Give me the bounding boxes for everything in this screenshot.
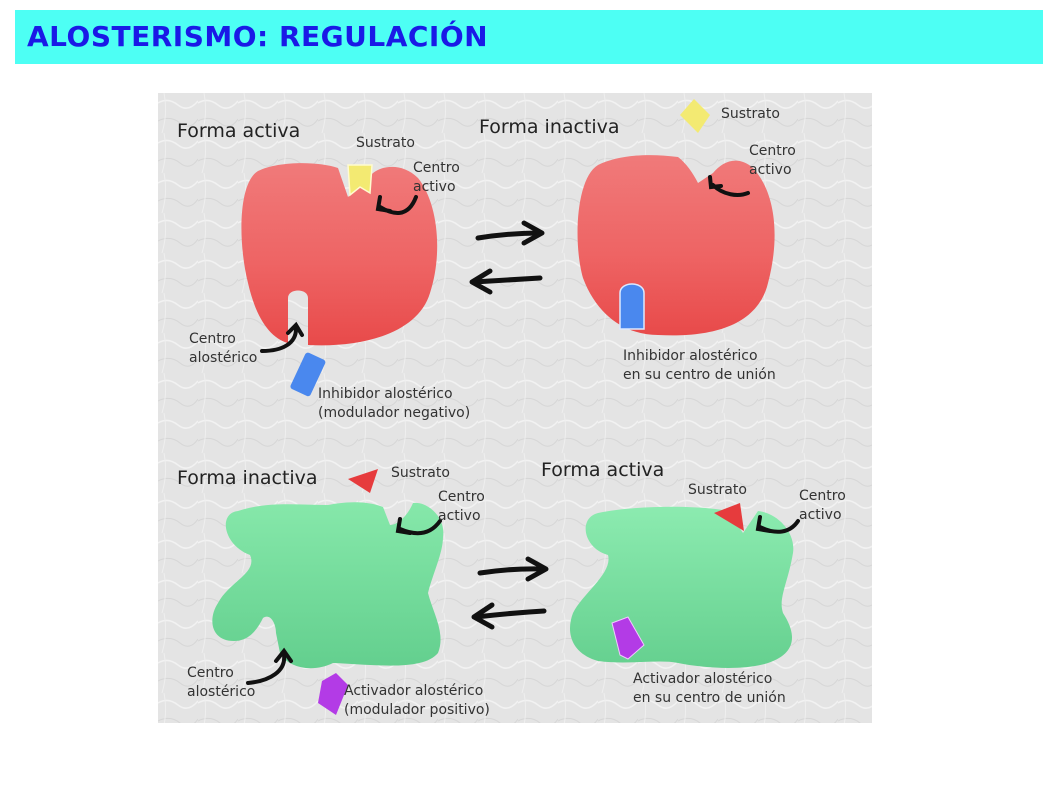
- page-title: ALOSTERISMO: REGULACIÓN: [27, 20, 489, 53]
- heading-top-right: Forma inactiva: [479, 116, 620, 138]
- substrate-yellow-free: [680, 99, 710, 133]
- curved-arrow-allosteric-tl: [260, 327, 298, 353]
- heading-top-left: Forma activa: [177, 120, 301, 142]
- inhibitor-blue-free: [290, 352, 326, 397]
- label-modulator-bl: Activador alostérico(modulador positivo): [344, 683, 490, 718]
- activator-purple-bound: [611, 616, 645, 660]
- inhibitor-blue-bound: [619, 283, 645, 330]
- enzyme-active-red: [241, 163, 438, 346]
- arrow-left-bottom: [473, 608, 547, 620]
- activator-purple-free: [318, 673, 348, 715]
- enzyme-inactive-red: [577, 155, 775, 336]
- label-substrate-tr: Sustrato: [721, 106, 780, 122]
- label-substrate-bl: Sustrato: [391, 465, 450, 481]
- enzyme-inactive-green: [212, 502, 444, 669]
- heading-bottom-left: Forma inactiva: [177, 467, 318, 489]
- substrate-yellow-bound: [347, 164, 373, 197]
- title-bar: ALOSTERISMO: REGULACIÓN: [15, 10, 1043, 64]
- label-modulator-tl: Inhibidor alostérico(modulador negativo): [318, 386, 471, 421]
- label-substrate-tl: Sustrato: [356, 135, 415, 151]
- heading-bottom-right: Forma activa: [541, 459, 665, 481]
- curved-arrow-allosteric-bl: [246, 653, 287, 685]
- arrow-right-bottom: [477, 566, 547, 576]
- arrow-right-top: [475, 230, 543, 241]
- diagram-svg: [158, 93, 872, 723]
- arrow-left-top: [471, 275, 543, 285]
- substrate-red-bound: [714, 503, 744, 531]
- substrate-red-free: [348, 469, 378, 493]
- label-substrate-br: Sustrato: [688, 482, 747, 498]
